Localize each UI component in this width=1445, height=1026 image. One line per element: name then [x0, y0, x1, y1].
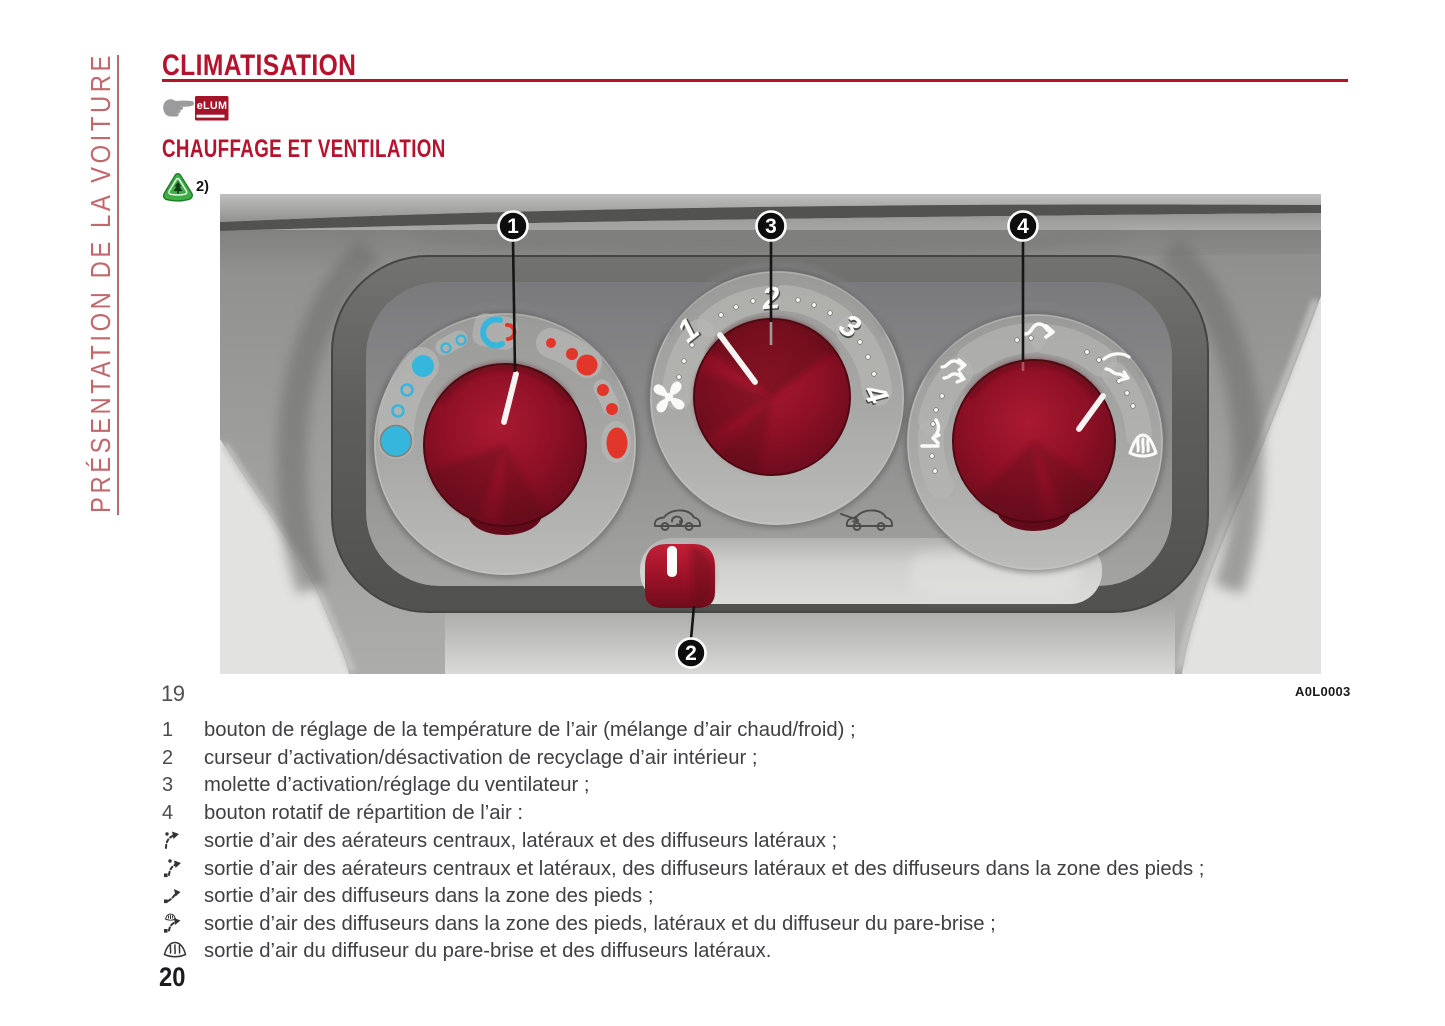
svg-text:2: 2: [685, 642, 697, 665]
svg-text:1: 1: [507, 215, 519, 238]
svg-text:eLUM: eLUM: [197, 100, 228, 112]
svg-text:4: 4: [1017, 215, 1029, 238]
svg-text:3: 3: [765, 215, 777, 238]
